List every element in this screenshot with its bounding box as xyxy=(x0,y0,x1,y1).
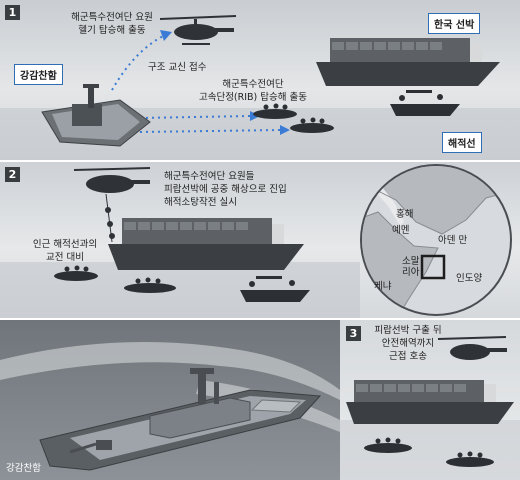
map-label-indian-ocean: 인도양 xyxy=(456,273,483,284)
warship-photo-illustration xyxy=(0,320,340,480)
panel-2-illustration xyxy=(0,167,360,318)
area-marker xyxy=(420,254,446,280)
photo-caption: 강감찬함 xyxy=(6,463,41,474)
korean-ship-label-box: 한국 선박 xyxy=(428,13,481,34)
combat-label: 인근 해적선과의 교전 대비 xyxy=(32,239,98,263)
rib-boat-illustration-1 xyxy=(253,103,297,119)
panel-3-illustration xyxy=(340,336,520,480)
map-illustration xyxy=(360,164,512,316)
escort-label: 피랍선박 구출 뒤 안전해역까지 근접 호송 xyxy=(374,325,442,362)
rib-label: 해군특수전여단 고속단정(RIB) 탑승해 출동 xyxy=(198,79,308,103)
step-number-3: 3 xyxy=(346,326,361,341)
step-number-2: 2 xyxy=(5,167,20,182)
rescue-label: 구조 교신 접수 xyxy=(148,62,207,73)
cargo-ship-illustration xyxy=(316,38,500,86)
map-label-yemen: 예멘 xyxy=(392,225,410,236)
helicopter-illustration xyxy=(159,15,237,45)
raid-label: 해군특수전여단 요원들 피랍선박에 공중 해상으로 진입 해적소탕작전 실시 xyxy=(164,171,287,208)
rib-boat-illustration-5 xyxy=(364,437,412,453)
map-label-red-sea: 홍해 xyxy=(396,209,414,220)
cargo-ship-illustration-3 xyxy=(346,380,514,424)
warship-label-box: 강감찬함 xyxy=(14,64,63,85)
destroyer-illustration xyxy=(41,84,151,147)
map-label-gulf-of-aden: 아덴 만 xyxy=(438,235,468,246)
map-label-somalia: 소말 리아 xyxy=(402,256,420,278)
pirate-boat-illustration xyxy=(390,90,460,116)
rib-route-arrow-1 xyxy=(139,115,251,119)
panel-step-3: 3 피랍선박 구출 뒤 안전해역까지 근접 호송 xyxy=(340,320,520,480)
helicopter-illustration-2 xyxy=(73,167,151,243)
map-label-kenya: 케냐 xyxy=(374,281,392,292)
rib-boat-illustration-6 xyxy=(446,451,494,467)
panel-step-1: 1 해군특수전여단 요원 헬기 탑승해 출동 구조 교신 접수 해군특수전여단 … xyxy=(0,0,520,160)
gulf-of-aden-map: 홍해 예멘 아덴 만 소말 리아 케냐 인도양 xyxy=(356,160,516,318)
helicopter-illustration-3 xyxy=(437,336,507,360)
step-number-1: 1 xyxy=(5,5,20,20)
heli-label: 해군특수전여단 요원 헬기 탑승해 출동 xyxy=(71,12,153,36)
rib-boat-illustration-2 xyxy=(290,117,334,133)
pirate-ship-label-box: 해적선 xyxy=(442,132,482,153)
panel-1-illustration xyxy=(0,15,520,160)
rib-boat-illustration-3 xyxy=(54,265,98,281)
pirate-boat-illustration-2 xyxy=(240,276,310,302)
cargo-ship-illustration-2 xyxy=(108,218,304,270)
warship-photo: 강감찬함 xyxy=(0,320,340,480)
rib-boat-illustration-4 xyxy=(124,277,176,293)
